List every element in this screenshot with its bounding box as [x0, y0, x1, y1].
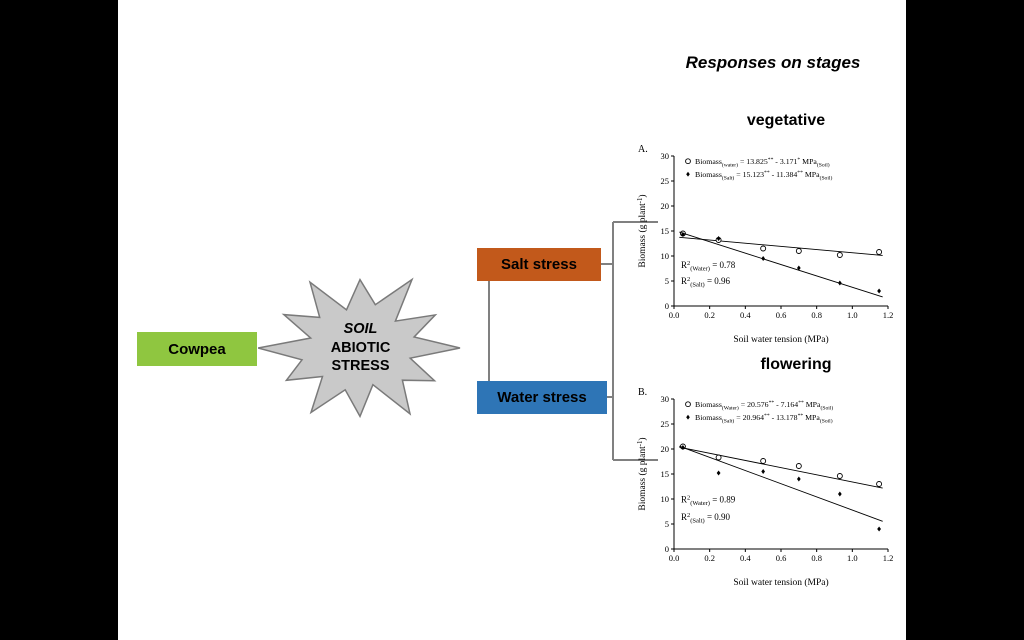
r2-label-salt: R2(Salt) = 0.90 — [681, 512, 731, 524]
svg-text:0.6: 0.6 — [776, 553, 787, 563]
svg-text:25: 25 — [661, 176, 670, 186]
svg-text:15: 15 — [661, 226, 670, 236]
r2-label-water: R2(Water) = 0.89 — [681, 495, 736, 507]
svg-text:0.2: 0.2 — [704, 553, 715, 563]
svg-text:0: 0 — [665, 301, 669, 311]
right-black-bar — [906, 0, 1024, 640]
svg-text:5: 5 — [665, 519, 669, 529]
svg-text:0.8: 0.8 — [811, 553, 822, 563]
svg-text:25: 25 — [661, 419, 670, 429]
series-water — [679, 443, 883, 489]
panel-label: A. — [638, 144, 648, 155]
svg-text:0.4: 0.4 — [740, 553, 751, 563]
y-axis-label: Biomass (g plant-1) — [637, 194, 648, 267]
svg-text:1.2: 1.2 — [883, 553, 894, 563]
svg-text:30: 30 — [661, 151, 670, 161]
axes: 0.0 0.2 0.4 0.6 0.8 1.0 1.2 0 5 10 15 20 25 30 — [661, 394, 894, 563]
starburst-polygon — [258, 277, 461, 419]
starburst-shape — [258, 277, 461, 419]
svg-text:10: 10 — [661, 494, 670, 504]
x-axis-label: Soil water tension (MPa) — [733, 577, 828, 588]
svg-text:0.0: 0.0 — [669, 553, 680, 563]
svg-text:1.0: 1.0 — [847, 310, 858, 320]
chart-flowering: B. 0.0 0.2 0.4 0.6 0.8 1.0 1.2 0 5 10 15 20 25 30Soil … — [637, 387, 894, 588]
panel-label: B. — [638, 387, 647, 398]
salt-stress-label: Salt stress — [501, 256, 577, 273]
svg-text:0.6: 0.6 — [776, 310, 787, 320]
svg-text:20: 20 — [661, 444, 670, 454]
left-black-bar — [0, 0, 118, 640]
starburst-text: SOIL ABIOTIC STRESS — [258, 268, 463, 428]
stage-heading-vegetative: vegetative — [746, 112, 826, 129]
chart-vegetative: A. 0.0 0.2 0.4 0.6 0.8 1.0 1.2 0 5 10 15 20 25 30Soil … — [637, 144, 894, 345]
svg-text:1.2: 1.2 — [883, 310, 894, 320]
stage-heading-flowering: flowering — [760, 356, 832, 373]
salt-stress-box: Salt stress — [477, 248, 601, 281]
x-axis-label: Soil water tension (MPa) — [733, 334, 828, 345]
burst-line-soil: SOIL — [343, 320, 378, 337]
svg-text:10: 10 — [661, 251, 670, 261]
cowpea-box: Cowpea — [137, 332, 257, 366]
water-stress-label: Water stress — [497, 389, 587, 406]
svg-text:0.2: 0.2 — [704, 310, 715, 320]
svg-text:Biomass(Water) = 20.576** - 7.: Biomass(Water) = 20.576** - 7.164** MPa(… — [695, 400, 833, 411]
cowpea-label: Cowpea — [168, 340, 226, 358]
legend-equation-salt: Biomass(Salt) = 15.123** - 11.384** MPa(… — [686, 170, 832, 181]
svg-text:1.0: 1.0 — [847, 553, 858, 563]
axes: 0.0 0.2 0.4 0.6 0.8 1.0 1.2 0 5 10 15 20 25 30 — [661, 151, 894, 320]
svg-text:0.8: 0.8 — [811, 310, 822, 320]
legend-equation-water: Biomass(water) = 13.825** - 3.171* MPa(S… — [685, 157, 830, 168]
svg-text:5: 5 — [665, 276, 669, 286]
svg-text:15: 15 — [661, 469, 670, 479]
legend-equation-water: Biomass(Water) = 20.576** - 7.164** MPa(… — [685, 400, 833, 411]
r2-label-water: R2(Water) = 0.78 — [681, 260, 736, 272]
svg-text:30: 30 — [661, 394, 670, 404]
water-stress-box: Water stress — [477, 381, 607, 414]
svg-text:0: 0 — [665, 544, 669, 554]
burst-line-stress: STRESS — [331, 358, 390, 375]
svg-text:Biomass(Salt) = 15.123** - 11.: Biomass(Salt) = 15.123** - 11.384** MPa(… — [695, 170, 832, 181]
svg-text:Biomass(water) = 13.825** - 3.: Biomass(water) = 13.825** - 3.171* MPa(S… — [695, 157, 830, 168]
svg-text:Biomass(Salt) = 20.964** - 13.: Biomass(Salt) = 20.964** - 13.178** MPa(… — [695, 413, 833, 424]
svg-text:0.0: 0.0 — [669, 310, 680, 320]
svg-text:0.4: 0.4 — [740, 310, 751, 320]
series-water — [679, 230, 883, 258]
r2-label-salt: R2(Salt) = 0.96 — [681, 276, 731, 288]
y-axis-label: Biomass (g plant-1) — [637, 437, 648, 510]
legend-equation-salt: Biomass(Salt) = 20.964** - 13.178** MPa(… — [686, 413, 833, 424]
burst-line-abiotic: ABIOTIC — [330, 339, 391, 356]
responses-title: Responses on stages — [685, 53, 861, 72]
svg-text:20: 20 — [661, 201, 670, 211]
